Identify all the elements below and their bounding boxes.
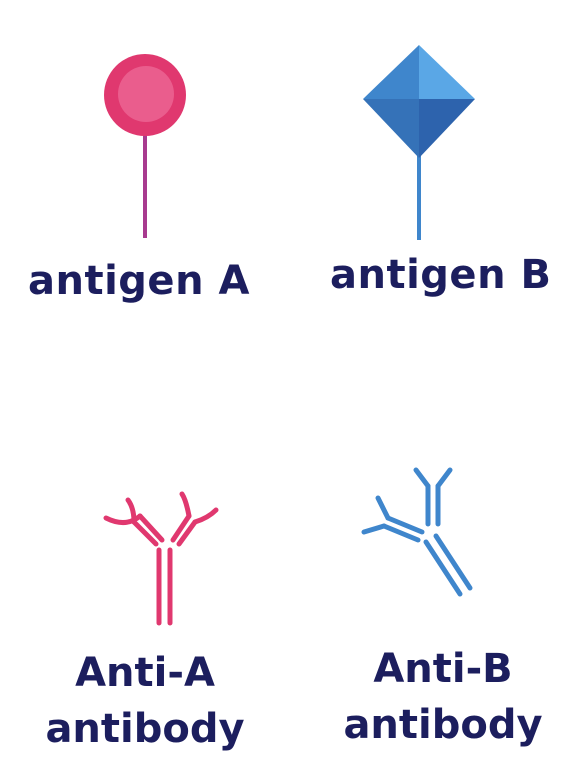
anti-a-label-line1: Anti-A [75,650,215,696]
anti-a-antibody-label: Anti-A antibody [40,645,250,757]
anti-b-label-line1: Anti-B [373,646,513,692]
antigen-a-figure [104,54,186,238]
antigen-a-head-highlight [118,66,174,122]
antigen-b-diamond [363,45,475,158]
anti-b-label-line2: antibody [343,702,543,748]
antigen-b-label: antigen B [330,252,552,298]
anti-a-antibody-icon [103,491,219,626]
antigen-a-label: antigen A [28,258,250,304]
anti-a-label-line2: antibody [45,706,245,752]
antigen-b-figure [363,45,475,240]
anti-b-antibody-icon [361,467,473,597]
anti-b-antibody-label: Anti-B antibody [338,641,548,753]
